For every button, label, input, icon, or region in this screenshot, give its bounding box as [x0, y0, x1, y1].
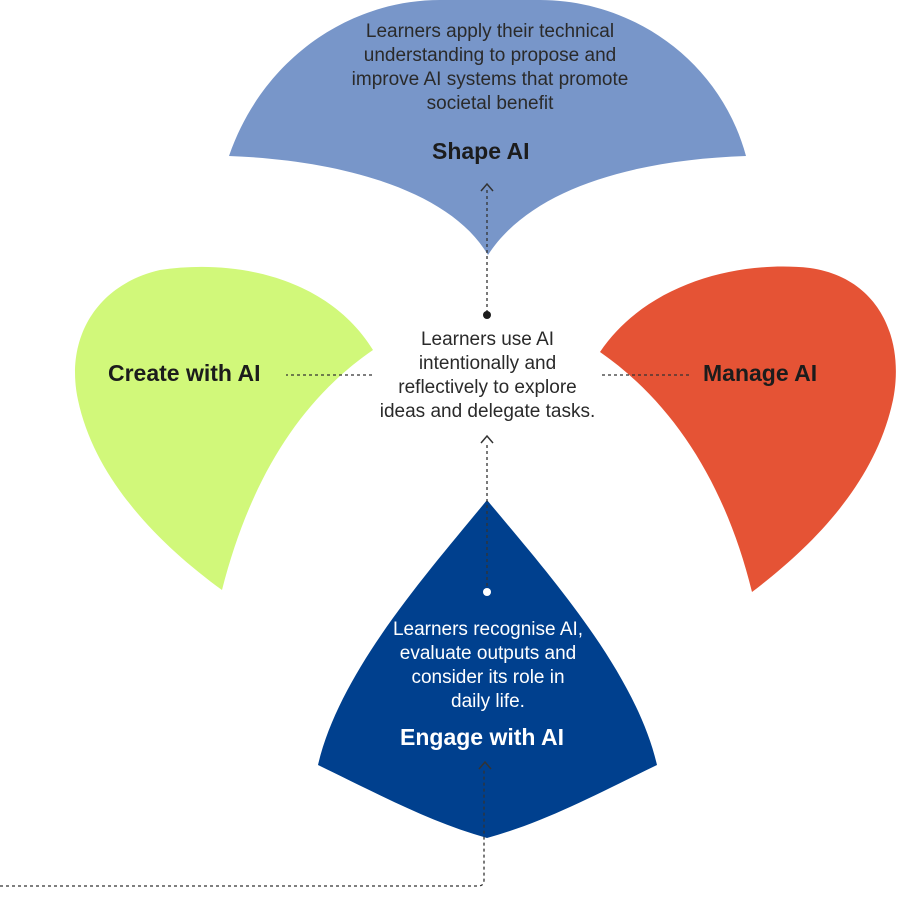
engage-ai-title: Engage with AI: [400, 724, 564, 750]
dot-center-top: [483, 311, 491, 319]
center-description: Learners use AI intentionally and reflec…: [379, 329, 596, 422]
arrowhead-up-shape: [480, 182, 494, 192]
arrowhead-up-engage: [478, 760, 492, 770]
shape-ai-title: Shape AI: [432, 138, 530, 164]
engage-ai-petal: [318, 500, 657, 838]
shape-ai-petal: [229, 0, 746, 255]
connector-bottom-to-engage: [0, 768, 485, 887]
dot-engage: [483, 588, 491, 596]
shape-ai-description: Learners apply their technical understan…: [351, 21, 629, 114]
manage-ai-petal: [600, 266, 896, 592]
engage-ai-description: Learners recognise AI, evaluate outputs …: [392, 619, 584, 712]
manage-ai-title: Manage AI: [703, 360, 818, 386]
arrowhead-up-center: [480, 434, 494, 444]
create-ai-petal: [75, 266, 373, 590]
create-ai-title: Create with AI: [108, 360, 261, 386]
